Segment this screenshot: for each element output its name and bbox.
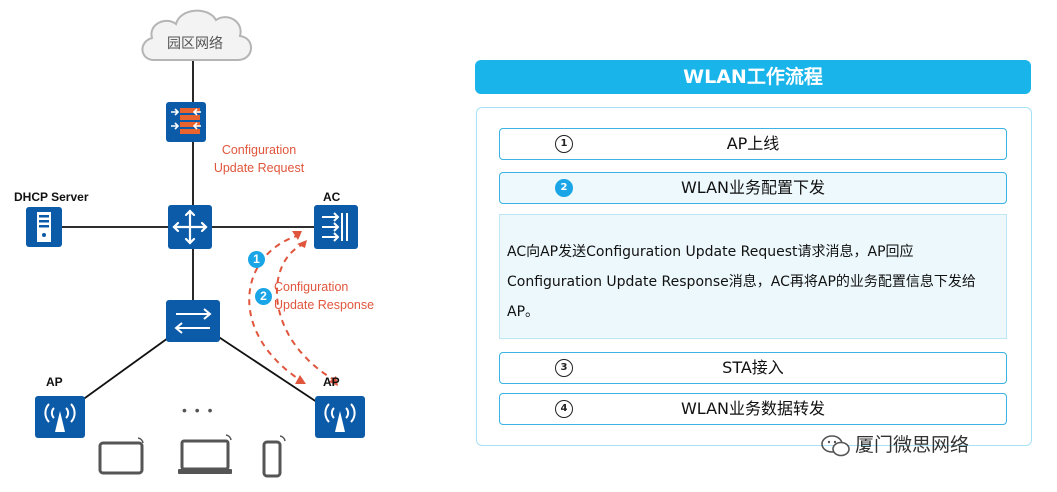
laptop-icon bbox=[178, 434, 232, 474]
watermark-text: 厦门微思网络 bbox=[855, 434, 970, 456]
network-topology bbox=[26, 9, 365, 478]
cloud-label: 园区网络 bbox=[167, 36, 223, 52]
arrow-heads bbox=[292, 231, 338, 386]
phone-icon bbox=[262, 435, 286, 478]
dhcp-server-icon bbox=[26, 207, 62, 247]
workflow-step-1-text: AP上线 bbox=[726, 134, 780, 153]
ac-controller-icon bbox=[314, 205, 358, 249]
workflow-step-4-number: 4 bbox=[555, 400, 573, 418]
ac-label: AC bbox=[323, 190, 341, 204]
response-label: Configuration Update Response bbox=[274, 278, 394, 314]
workflow-detail-text: AC向AP发送Configuration Update Request请求消息，… bbox=[507, 244, 976, 320]
ap-left-icon bbox=[35, 396, 85, 438]
tablet-icon bbox=[98, 437, 144, 475]
response-label-line2: Update Response bbox=[274, 298, 375, 312]
switch-icon bbox=[166, 300, 220, 342]
flow-marker-2: 2 bbox=[255, 288, 272, 305]
workflow-step-4[interactable]: WLAN业务数据转发 4 bbox=[499, 393, 1007, 425]
workflow-step-2-number: 2 bbox=[555, 179, 573, 197]
router-icon bbox=[168, 205, 212, 249]
workflow-step-4-text: WLAN业务数据转发 bbox=[680, 399, 826, 418]
workflow-step-3[interactable]: STA接入 3 bbox=[499, 352, 1007, 384]
ap-right-icon bbox=[315, 396, 365, 438]
workflow-step-3-number: 3 bbox=[555, 359, 573, 377]
workflow-step-2[interactable]: WLAN业务配置下发 2 bbox=[499, 172, 1007, 204]
request-label: Configuration Update Request bbox=[200, 141, 318, 177]
workflow-step-3-text: STA接入 bbox=[722, 358, 784, 377]
firewall-icon bbox=[166, 102, 206, 142]
cloud-icon bbox=[141, 9, 252, 61]
ap-left-label: AP bbox=[46, 375, 63, 389]
end-device-ellipsis: • • • bbox=[182, 402, 215, 418]
ap-right-label: AP bbox=[323, 375, 340, 389]
flow-marker-1: 1 bbox=[248, 251, 265, 268]
workflow-title: WLAN工作流程 bbox=[475, 60, 1031, 94]
workflow-step-1[interactable]: AP上线 1 bbox=[499, 128, 1007, 160]
dhcp-server-label: DHCP Server bbox=[14, 190, 89, 204]
workflow-step-2-text: WLAN业务配置下发 bbox=[680, 178, 826, 197]
request-label-line1: Configuration bbox=[221, 143, 297, 157]
message-flows bbox=[248, 234, 337, 382]
wechat-icon bbox=[821, 435, 850, 457]
response-label-line1: Configuration bbox=[274, 280, 349, 294]
workflow-step-1-number: 1 bbox=[555, 135, 573, 153]
request-label-line2: Update Request bbox=[213, 161, 305, 175]
workflow-step-2-detail: AC向AP发送Configuration Update Request请求消息，… bbox=[499, 214, 1007, 339]
